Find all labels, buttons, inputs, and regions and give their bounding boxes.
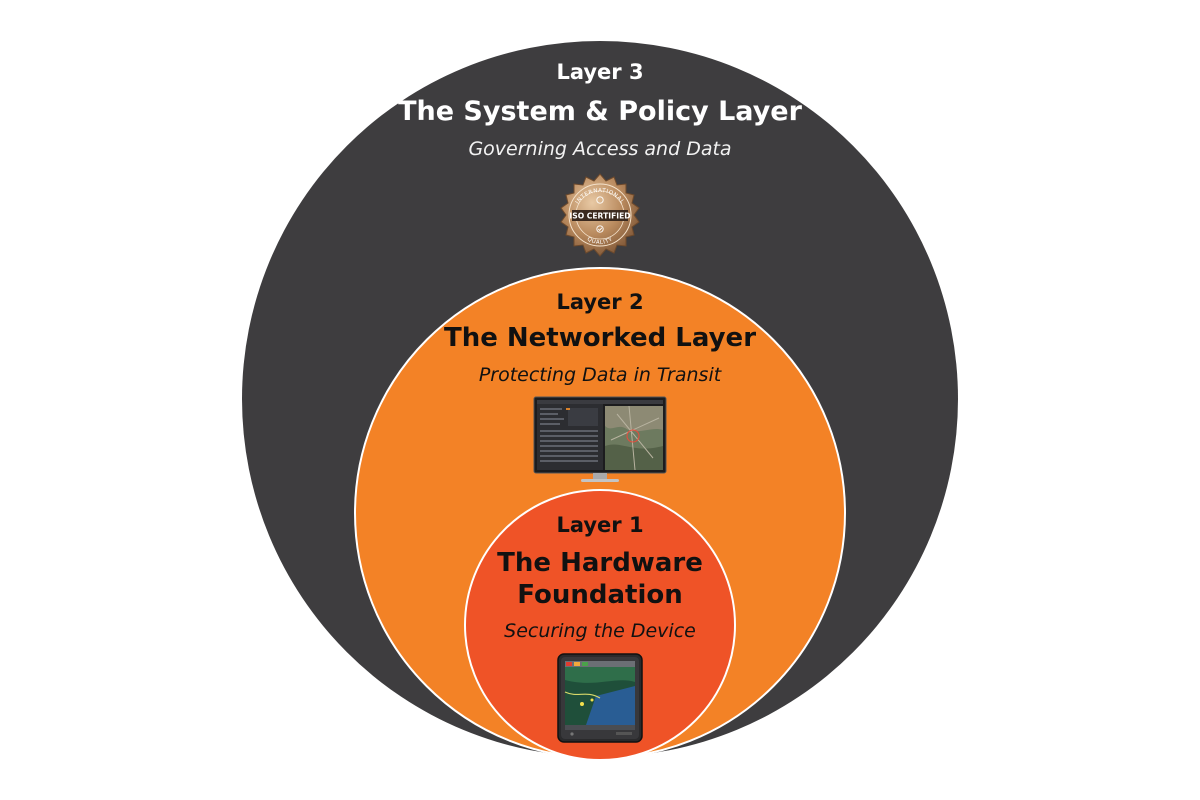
layer-1-label: Layer 1 bbox=[556, 513, 644, 537]
layer-3-title: The System & Policy Layer bbox=[398, 96, 802, 127]
layer-3-subtitle: Governing Access and Data bbox=[468, 138, 732, 160]
layer-1-subtitle: Securing the Device bbox=[504, 620, 696, 642]
layer-1-title-line-2: Foundation bbox=[517, 580, 683, 610]
monitor-icon bbox=[533, 396, 667, 482]
layer-2-title: The Networked Layer bbox=[443, 323, 757, 353]
iso-certified-badge-icon: INTERNATIONAL ISO CERTIFIED QUALITY bbox=[560, 173, 640, 257]
svg-text:QUALITY: QUALITY bbox=[586, 236, 614, 246]
tablet-display-icon bbox=[557, 653, 643, 743]
layer-3-label: Layer 3 bbox=[556, 60, 644, 84]
layer-2-subtitle: Protecting Data in Transit bbox=[478, 364, 722, 386]
badge-center-text: ISO CERTIFIED bbox=[569, 212, 630, 221]
layer-1-title-line-1: The Hardware bbox=[497, 548, 703, 578]
badge-bottom-text: QUALITY bbox=[586, 236, 614, 246]
layer-2-label: Layer 2 bbox=[556, 290, 644, 314]
